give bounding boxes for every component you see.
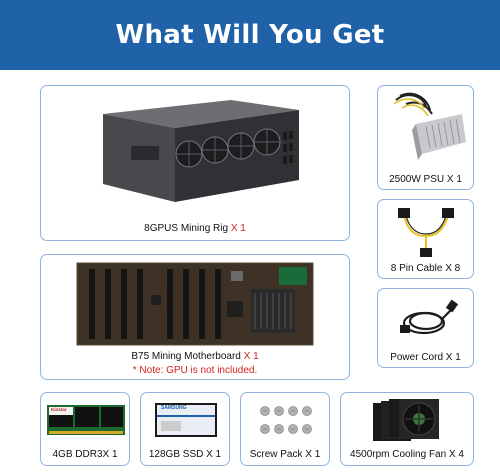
screws-image: [260, 406, 312, 434]
cable-label: 8 Pin Cable X 8: [390, 263, 461, 274]
gpu-note: * Note: GPU is not included.: [132, 365, 258, 376]
motherboard-image: [76, 262, 314, 346]
card-ram: Kinstar 4GB DDR3X 1: [40, 392, 130, 466]
card-screws: Screw Pack X 1: [240, 392, 330, 466]
power-cord-image: [400, 299, 459, 335]
ssd-label: 128GB SSD X 1: [148, 449, 222, 460]
card-psu: 2500W PSU X 1: [377, 85, 474, 190]
power-cord-label: Power Cord X 1: [390, 352, 461, 363]
ram-image: [47, 405, 125, 435]
mining-rig-name: 8GPUS Mining Rig: [144, 223, 229, 234]
psu-image: [393, 92, 466, 160]
mining-rig-label: 8GPUS Mining Rig X 1: [41, 223, 349, 234]
cable-image: [398, 208, 454, 257]
motherboard-qty: X 1: [243, 351, 259, 362]
card-fans: 4500rpm Cooling Fan X 4: [340, 392, 474, 466]
screws-label: Screw Pack X 1: [249, 449, 321, 460]
mining-rig-image: [103, 100, 299, 202]
psu-label: 2500W PSU X 1: [389, 174, 462, 185]
card-cable: 8 Pin Cable X 8: [377, 199, 474, 279]
card-power-cord: Power Cord X 1: [377, 288, 474, 368]
ram-brand: Kinstar: [51, 407, 67, 412]
fans-image: [373, 399, 439, 441]
card-mining-rig: 8GPUS Mining Rig X 1: [40, 85, 350, 241]
header-banner: What Will You Get: [0, 0, 500, 70]
card-motherboard: B75 Mining Motherboard X 1 * Note: GPU i…: [40, 254, 350, 380]
motherboard-name: B75 Mining Motherboard: [131, 351, 241, 362]
motherboard-label: B75 Mining Motherboard X 1: [41, 351, 349, 362]
ram-label: 4GB DDR3X 1: [52, 449, 118, 460]
ssd-image: [155, 403, 217, 437]
fans-label: 4500rpm Cooling Fan X 4: [350, 449, 464, 460]
ssd-brand: SAMSUNG: [161, 405, 187, 411]
card-ssd: SAMSUNG 128GB SSD X 1: [140, 392, 230, 466]
page-title: What Will You Get: [115, 20, 385, 50]
mining-rig-qty: X 1: [230, 223, 246, 234]
